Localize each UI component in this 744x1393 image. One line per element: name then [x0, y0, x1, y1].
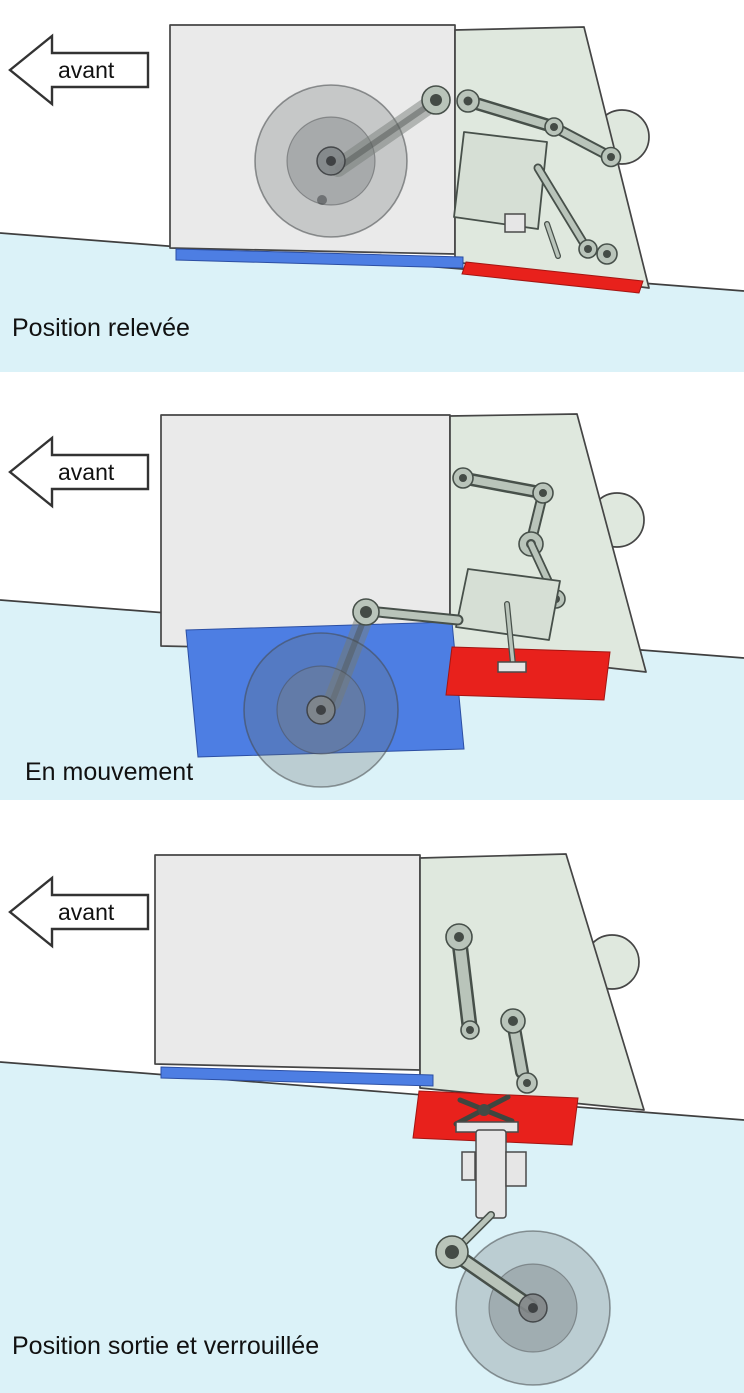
blue-door [175, 248, 464, 269]
panel-caption: Position relevée [12, 314, 190, 342]
blue-door [160, 1066, 434, 1087]
avant-arrow-label: avant [58, 57, 115, 83]
panel-moving-diagram: avant En mouvement [0, 413, 744, 800]
water-region [0, 233, 744, 372]
red-door [461, 261, 644, 294]
avant-arrow-label: avant [58, 459, 115, 485]
avant-arrow: avant [8, 33, 150, 107]
gear-mechanism [254, 84, 622, 265]
folded-leg-frame [453, 131, 548, 230]
red-door [412, 1090, 579, 1146]
waterline [0, 1061, 744, 1121]
shock-strut [475, 1129, 507, 1219]
gear-mechanism [243, 467, 566, 788]
panel-extended-diagram: avant Position sortie et verrouillée [0, 853, 744, 1393]
avant-arrow: avant [8, 435, 150, 509]
gear-bay-section [154, 854, 421, 1071]
left-arrow-icon [8, 435, 150, 509]
left-arrow-icon [8, 33, 150, 107]
panel-raised-diagram: avant Position relevée [0, 24, 744, 372]
left-arrow-icon [8, 875, 150, 949]
avant-arrow-label: avant [58, 899, 115, 925]
mechanism-compartment [419, 853, 645, 1111]
panel-caption: En mouvement [25, 758, 193, 786]
gear-mechanism [435, 923, 611, 1386]
red-door [445, 646, 611, 701]
panel-extended: avant Position sortie et verrouillée [0, 800, 744, 1393]
panel-raised: avant Position relevée [0, 0, 744, 372]
avant-arrow: avant [8, 875, 150, 949]
panel-moving: avant En mouvement [0, 372, 744, 800]
panel-caption: Position sortie et verrouillée [12, 1332, 319, 1360]
